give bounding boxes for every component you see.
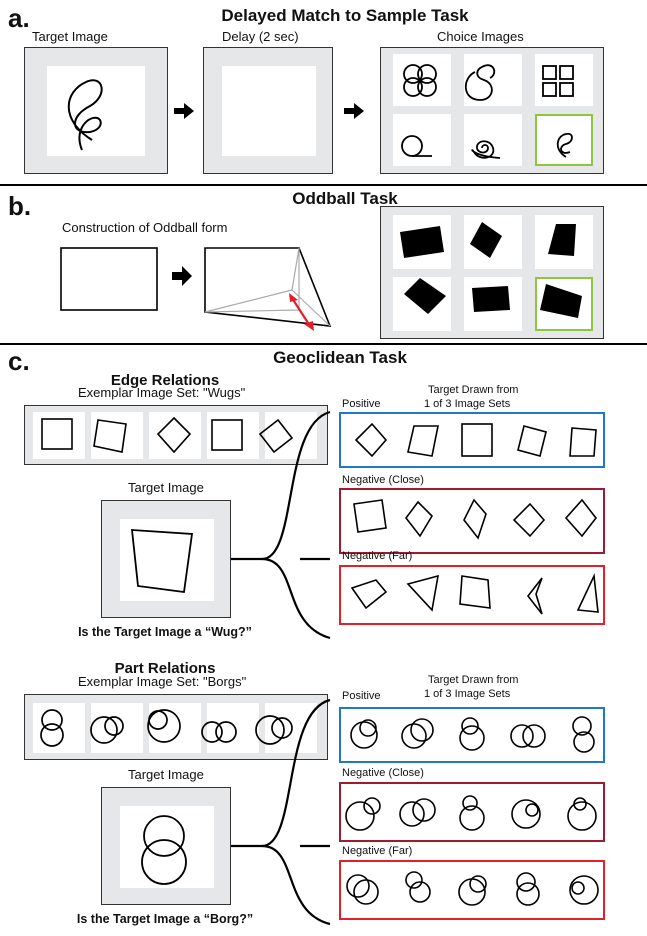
delay-panel [203, 47, 333, 174]
edge-drawn-from-line1: Target Drawn from [428, 384, 519, 396]
part-drawn-from-line1: Target Drawn from [428, 674, 519, 686]
edge-positive-set [339, 412, 605, 468]
panel-a-letter: a. [8, 3, 30, 33]
construction-label: Construction of Oddball form [62, 220, 228, 235]
part-relations-heading: Part Relations [114, 660, 216, 677]
delay-label: Delay (2 sec) [222, 29, 299, 44]
wug-question: Is the Target Image a “Wug?” [78, 625, 252, 639]
part-neg-far-set [339, 860, 605, 920]
wugs-exemplar-label: Exemplar Image Set: "Wugs" [78, 385, 246, 400]
edge-positive-label: Positive [342, 398, 381, 410]
divider [0, 343, 647, 345]
edge-neg-far-set [339, 565, 605, 625]
panel-c-letter: c. [8, 346, 30, 376]
arrow-right-icon [344, 103, 364, 119]
edge-neg-close-set [339, 488, 605, 554]
edge-target-label: Target Image [128, 480, 204, 495]
edge-relations-heading: Edge Relations [110, 372, 220, 389]
part-positive-label: Positive [342, 690, 381, 702]
arrow-right-icon [174, 103, 194, 119]
edge-drawn-from-line2: 1 of 3 Image Sets [424, 398, 511, 410]
part-neg-close-set [339, 782, 605, 842]
choice-images-label: Choice Images [437, 29, 524, 44]
panel-a-title: Delayed Match to Sample Task [221, 6, 469, 25]
edge-neg-far-label: Negative (Far) [342, 550, 413, 562]
part-neg-close-label: Negative (Close) [342, 767, 424, 779]
edge-neg-close-label: Negative (Close) [342, 474, 424, 486]
panel-b-letter: b. [8, 191, 32, 221]
borg-question: Is the Target Image a “Borg?” [76, 912, 254, 926]
borgs-exemplar-label: Exemplar Image Set: "Borgs" [78, 674, 247, 689]
target-image-label: Target Image [32, 29, 108, 44]
panel-b-title: Oddball Task [292, 189, 398, 208]
part-positive-set [339, 707, 605, 763]
part-target-label: Target Image [128, 767, 204, 782]
panel-c-title: Geoclidean Task [273, 348, 407, 367]
divider [0, 184, 647, 186]
part-drawn-from-line2: 1 of 3 Image Sets [424, 688, 511, 700]
borgs-exemplar-panel [24, 694, 328, 760]
part-neg-far-label: Negative (Far) [342, 845, 413, 857]
part-target-panel [101, 787, 231, 905]
